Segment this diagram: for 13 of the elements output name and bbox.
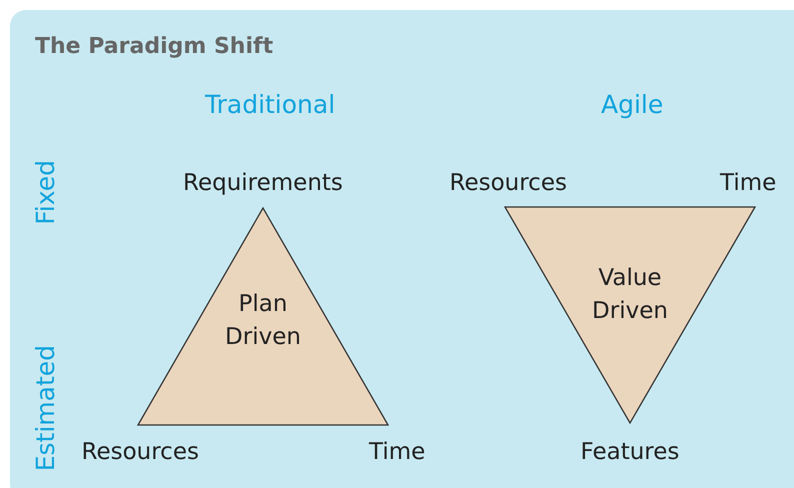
triangle-label: Value Driven (591, 264, 669, 326)
corner-label: Time (369, 441, 426, 464)
triangle-label: Plan Driven (224, 290, 302, 352)
row-heading: Fixed (33, 160, 58, 225)
title: The Paradigm Shift (35, 36, 274, 58)
corner-label: Features (580, 441, 680, 464)
corner-label: Requirements (183, 172, 343, 195)
column-heading: Traditional (205, 92, 336, 117)
row-heading: Estimated (33, 345, 58, 472)
corner-label: Resources (450, 172, 567, 195)
column-heading: Agile (601, 92, 664, 117)
corner-label: Resources (82, 441, 199, 464)
corner-label: Time (720, 172, 776, 195)
